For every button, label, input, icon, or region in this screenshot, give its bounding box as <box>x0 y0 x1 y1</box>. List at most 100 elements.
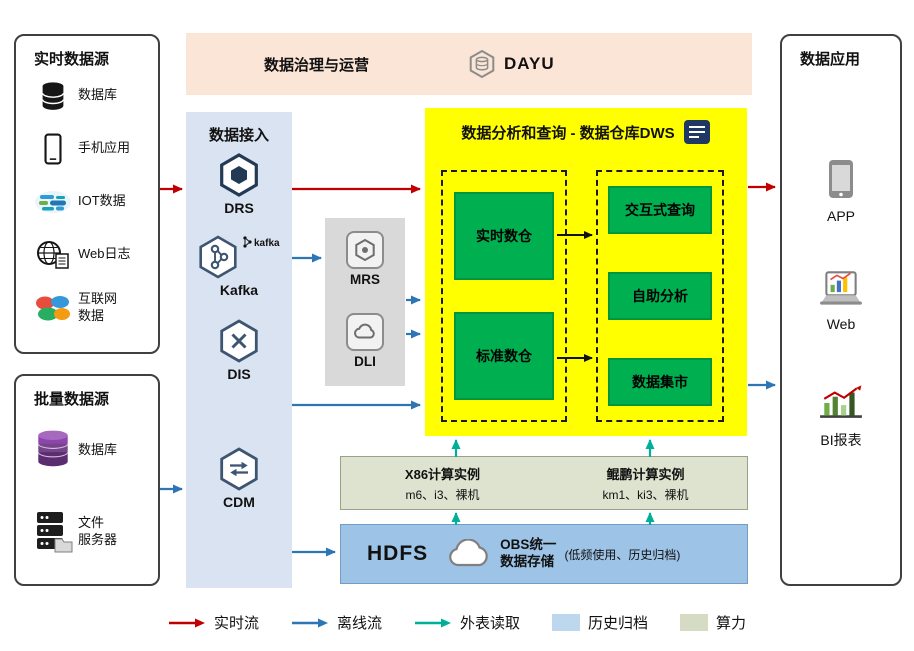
service-item-mrs: MRS <box>325 230 405 287</box>
mrs-icon <box>346 231 384 269</box>
governance-title: 数据治理与运营 <box>264 56 370 74</box>
kunpeng-subtitle: km1、ki3、裸机 <box>602 487 689 502</box>
legend-item-external: 外表读取 <box>414 612 520 633</box>
analysis-box-self-service: 自助分析 <box>608 272 712 320</box>
app-label: BI报表 <box>820 432 862 448</box>
file-server-icon <box>28 510 78 554</box>
obs-storage-label: OBS统一 数据存储 <box>500 537 556 571</box>
red-arrow-icon <box>168 618 205 627</box>
bi-report-icon <box>820 385 862 418</box>
legend-label: 离线流 <box>336 615 382 632</box>
web-log-icon <box>28 240 78 270</box>
web-icon <box>820 271 862 305</box>
compute-instances-bar: X86计算实例 m6、i3、裸机 鲲鹏计算实例 km1、ki3、裸机 <box>340 456 748 510</box>
mobile-app-icon <box>28 133 78 165</box>
dws-icon <box>683 120 710 144</box>
dayu-logo-text: DAYU <box>504 54 555 73</box>
legend-label: 算力 <box>716 615 747 632</box>
ingestion-label: Kafka <box>219 282 259 298</box>
data-apps-title: 数据应用 <box>800 51 861 68</box>
ingestion-item-cdm: CDM <box>186 446 292 510</box>
iot-icon <box>28 187 78 217</box>
kafka-icon <box>199 235 237 279</box>
compute-swatch <box>680 614 709 631</box>
ingestion-item-drs: DRS <box>186 152 292 216</box>
service-label: DLI <box>354 354 376 369</box>
realtime-sources-title: 实时数据源 <box>34 51 110 68</box>
dws-title: 数据分析和查询 - 数据仓库DWS <box>461 124 675 142</box>
x86-compute: X86计算实例 m6、i3、裸机 <box>341 457 544 509</box>
x86-subtitle: m6、i3、裸机 <box>405 487 480 502</box>
legend-item-realtime: 实时流 <box>168 612 259 633</box>
internet-data-icon <box>28 294 78 322</box>
list-item: 手机应用 <box>16 122 158 175</box>
obs-line2: 数据存储 <box>500 554 555 569</box>
source-label: Web日志 <box>78 246 131 262</box>
list-item: 文件 服务器 <box>16 491 158 573</box>
dli-icon <box>346 313 384 351</box>
dayu-logo: DAYU <box>467 49 555 79</box>
legend: 实时流 离线流 外表读取 历史归档 算力 <box>0 612 914 633</box>
source-label: 互联网 数据 <box>78 290 118 323</box>
batch-sources-title: 批量数据源 <box>34 391 110 408</box>
analysis-group: 交互式查询 自助分析 数据集市 <box>596 170 724 422</box>
hdfs-label: HDFS <box>367 542 429 565</box>
realtime-sources-panel: 实时数据源 数据库 手机应用 <box>14 34 160 354</box>
warehouse-box-realtime: 实时数仓 <box>454 192 554 280</box>
ingestion-label: DIS <box>227 366 251 382</box>
compute-services-box: MRS DLI <box>325 218 405 386</box>
obs-cloud-icon <box>449 539 488 567</box>
list-item: Web日志 <box>16 228 158 281</box>
cdm-icon <box>220 447 258 491</box>
service-item-dli: DLI <box>325 312 405 369</box>
data-apps-panel: 数据应用 APP Web <box>780 34 902 586</box>
list-item: IOT数据 <box>16 175 158 228</box>
dws-warehouse-box: 数据分析和查询 - 数据仓库DWS 实时数仓 标准数仓 交互式查询 自助分析 数… <box>425 108 747 436</box>
legend-item-archive: 历史归档 <box>552 612 648 633</box>
ingestion-label: CDM <box>223 494 255 510</box>
batch-sources-panel: 批量数据源 数据库 <box>14 374 160 586</box>
analysis-box-interactive-query: 交互式查询 <box>608 186 712 234</box>
analysis-box-data-mart: 数据集市 <box>608 358 712 406</box>
ingestion-title: 数据接入 <box>208 127 269 144</box>
app-item-bi: BI报表 <box>782 384 900 450</box>
kafka-wordmark-text: kafka <box>254 238 280 249</box>
warehouse-group: 实时数仓 标准数仓 <box>441 170 567 422</box>
source-label: 数据库 <box>78 87 118 103</box>
teal-arrow-icon <box>414 618 451 627</box>
source-label: 手机应用 <box>78 140 131 156</box>
list-item: 数据库 <box>16 69 158 122</box>
app-item-web: Web <box>782 270 900 332</box>
legend-label: 实时流 <box>213 615 259 632</box>
dis-icon <box>220 319 258 363</box>
archive-swatch <box>552 614 580 631</box>
database-icon <box>28 81 78 111</box>
app-icon <box>829 160 853 198</box>
governance-banner: 数据治理与运营 DAYU <box>186 33 752 95</box>
database-purple-icon <box>28 429 78 471</box>
legend-item-offline: 离线流 <box>291 612 382 633</box>
app-item-app: APP <box>782 158 900 224</box>
list-item: 互联网 数据 <box>16 281 158 334</box>
ingestion-column: 数据接入 DRS kafka <box>186 112 292 588</box>
obs-line1: OBS统一 <box>500 537 557 553</box>
dayu-icon <box>469 49 495 79</box>
ingestion-label: DRS <box>224 200 254 216</box>
source-label: 数据库 <box>78 441 118 457</box>
kunpeng-compute: 鲲鹏计算实例 km1、ki3、裸机 <box>544 457 747 509</box>
legend-label: 历史归档 <box>588 615 649 632</box>
storage-note: (低频使用、历史归档) <box>564 547 681 562</box>
app-label: APP <box>826 208 855 224</box>
dws-title-row: 数据分析和查询 - 数据仓库DWS <box>425 119 747 145</box>
storage-bar: HDFS OBS统一 数据存储 (低频使用、历史归档) <box>340 524 748 584</box>
warehouse-box-standard: 标准数仓 <box>454 312 554 400</box>
source-label: IOT数据 <box>78 193 126 209</box>
ingestion-item-kafka: kafka Kafka <box>186 234 292 298</box>
kunpeng-title: 鲲鹏计算实例 <box>606 466 685 482</box>
ingestion-item-dis: DIS <box>186 318 292 382</box>
app-label: Web <box>826 316 856 332</box>
list-item: 数据库 <box>16 409 158 491</box>
x86-title: X86计算实例 <box>404 466 481 482</box>
kafka-wordmark-icon: kafka <box>243 236 280 249</box>
